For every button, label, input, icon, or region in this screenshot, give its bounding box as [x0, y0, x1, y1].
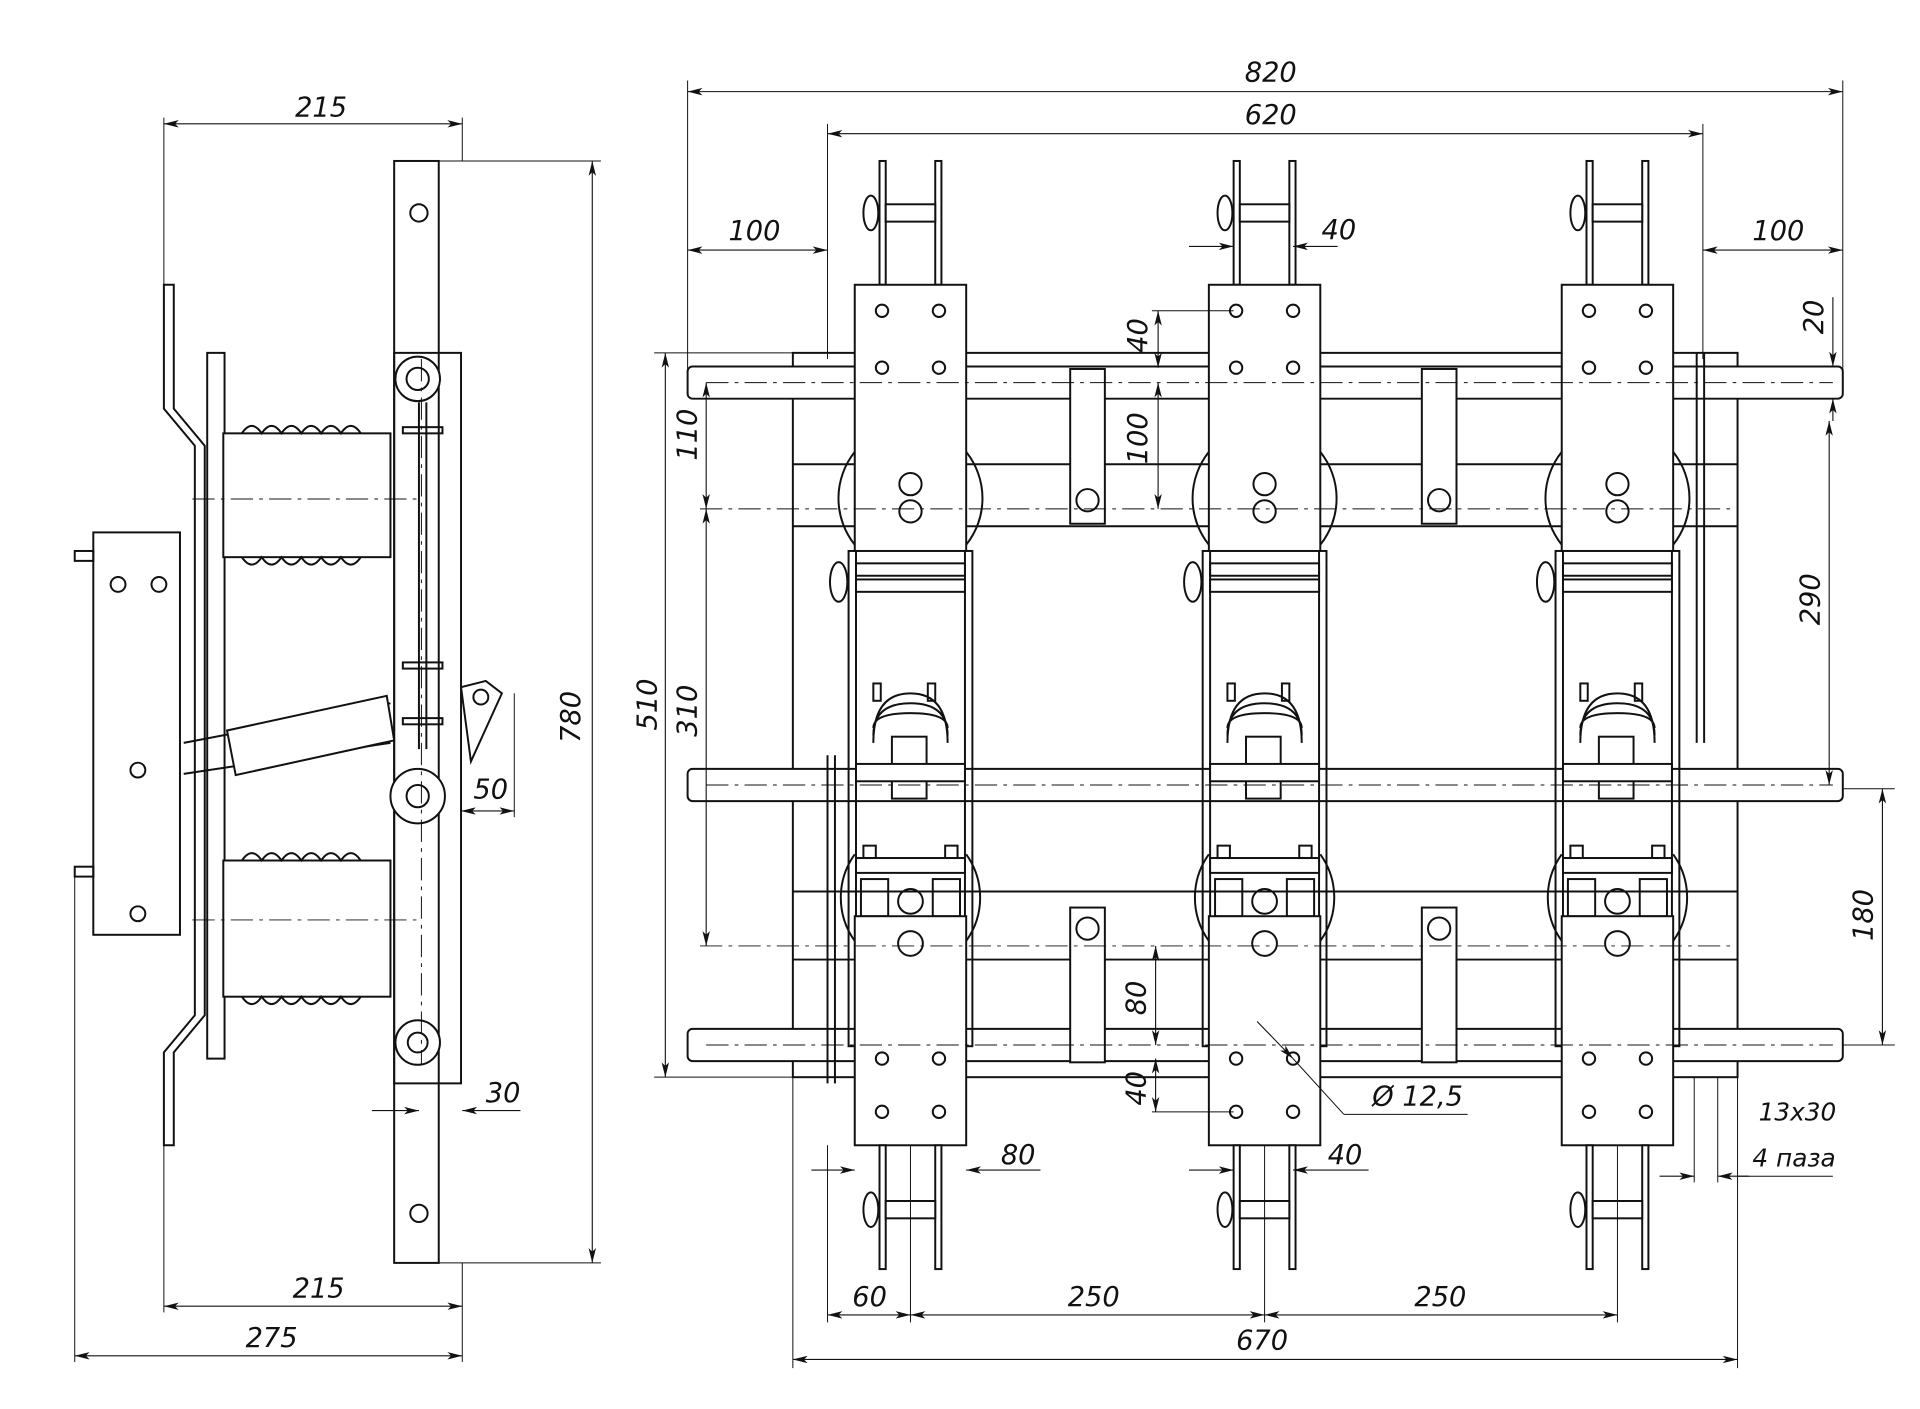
dim-side-cam-offset: 50 [473, 775, 508, 806]
dim-front-terminal-pitch-top: 40 [1322, 215, 1357, 246]
dim-front-shaft-offset-top: 20 [1799, 300, 1830, 335]
dim-side-bar-width: 30 [486, 1078, 521, 1109]
pole-2 [1183, 159, 1338, 1271]
top-insulator [222, 424, 392, 566]
dim-front-hole-pitch-bottom: 40 [1122, 1071, 1153, 1106]
dim-front-right-span: 290 [1795, 573, 1826, 625]
dim-front-hole-to-shaft: 100 [1123, 412, 1154, 464]
pole-3 [1535, 159, 1691, 1271]
dim-front-terminal-width: 80 [1001, 1140, 1036, 1171]
drive-insulator [183, 694, 396, 777]
dim-side-top-width: 215 [295, 92, 347, 123]
dim-front-overall-width: 820 [1245, 58, 1297, 89]
side-view [73, 159, 504, 1264]
slot-size-label: 13x30 [1759, 1098, 1837, 1127]
bottom-insulator [222, 852, 392, 1006]
dim-front-hole-diameter: Ø 12,5 [1371, 1082, 1463, 1113]
dim-front-frame-width: 620 [1245, 100, 1297, 131]
dim-front-mid-span: 310 [672, 685, 703, 737]
side-mounting-bar [393, 159, 440, 1264]
dim-front-hole-to-shaft-bottom: 80 [1122, 981, 1153, 1016]
dim-front-hole-pitch-top: 40 [1123, 318, 1154, 353]
dim-side-overall-depth: 275 [246, 1323, 298, 1354]
dim-front-left-offset: 60 [852, 1282, 887, 1313]
pole-1 [829, 159, 984, 1271]
slot-count-label: 4 паза [1752, 1143, 1835, 1172]
dim-front-top-gap: 110 [672, 409, 703, 461]
front-view [686, 159, 1844, 1271]
dim-front-pole-pitch-2: 250 [1414, 1282, 1466, 1313]
cam [389, 767, 446, 825]
front-view-dimensions: 820 620 100 100 40 40 100 20 110 510 [633, 58, 1895, 1369]
side-view-dimensions: 215 780 50 30 215 275 [74, 92, 601, 1362]
dim-front-base-width: 670 [1236, 1326, 1288, 1357]
dim-front-left-overhang: 100 [728, 216, 780, 247]
dim-front-terminal-pitch-bottom: 40 [1328, 1140, 1363, 1171]
dim-front-right-overhang: 100 [1752, 216, 1804, 247]
dim-front-bottom-right-span: 180 [1849, 889, 1880, 941]
side-knife [92, 531, 181, 936]
dim-front-pole-pitch-1: 250 [1068, 1282, 1120, 1313]
dim-side-height: 780 [556, 691, 587, 743]
dim-front-overall-height: 510 [633, 679, 664, 731]
dim-side-bottom-width: 215 [293, 1274, 345, 1305]
